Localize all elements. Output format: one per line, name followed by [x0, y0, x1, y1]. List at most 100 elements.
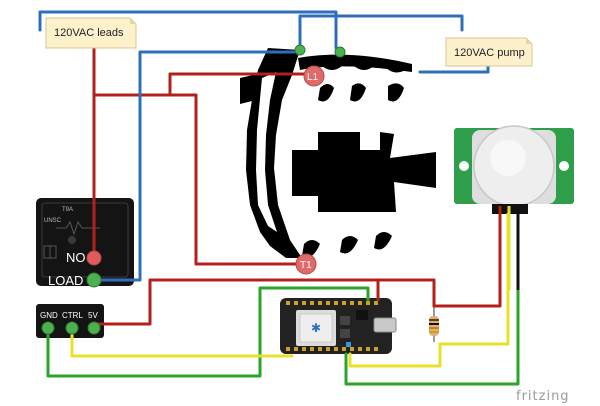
wire-blue-leads-top [38, 10, 338, 50]
resistor-band-1 [429, 319, 439, 321]
wire-yellow-ctrl [70, 324, 294, 358]
photon-header-top-pin [318, 301, 322, 305]
relay-screw-hole [68, 236, 76, 244]
photon-header-bottom-pin [326, 347, 330, 351]
pir-lens-inner [490, 140, 526, 176]
contactor-top-dot-2 [350, 83, 366, 102]
photon-header-top-pin [358, 301, 362, 305]
photon-header-top-pin [374, 301, 378, 305]
pir-leads [498, 206, 520, 290]
pir-hole-left [459, 161, 469, 171]
note-pump-text: 120VAC pump [454, 47, 525, 59]
wire-yellow-pir [348, 212, 510, 368]
wire-green-pir [344, 212, 520, 386]
photon-header-bottom-pin [294, 347, 298, 351]
wire-blue-load [94, 50, 300, 282]
relay-module: T9A UNSC [36, 198, 134, 338]
relay-schematic-symbol [43, 245, 57, 259]
photon-header-top [286, 301, 378, 305]
wire-red-5v-resistor [376, 278, 436, 308]
wire-green-gnd [46, 286, 370, 378]
relay-rating: T9A [62, 207, 73, 213]
relay-5v-label: 5V [88, 311, 98, 320]
relay-no-label: NO [66, 250, 86, 265]
photon-header-bottom-pin [366, 347, 370, 351]
resistor-band-3 [429, 327, 439, 329]
photon-module-shield [299, 313, 333, 343]
photon-chip [356, 310, 368, 320]
photon-header-bottom [286, 347, 378, 351]
photon-header-top-pin [366, 301, 370, 305]
note-pump-background [445, 37, 533, 67]
contactor-inner-cut [256, 72, 277, 232]
wire-blue-pump [298, 14, 464, 50]
photon-header-bottom-pin [286, 347, 290, 351]
photon-header-bottom-pin [310, 347, 314, 351]
photon-header-bottom-pin [342, 347, 346, 351]
wire-red-t1 [92, 93, 306, 266]
relay-load-terminal [86, 272, 102, 288]
contactor-terminals: L1 T1 [294, 44, 346, 275]
photon-header-top-pin [286, 301, 290, 305]
relay-spec: UNSC [44, 218, 62, 224]
contactor-bottom-dot-1 [302, 240, 320, 258]
pir-sensor [454, 125, 574, 214]
photon-header-top-pin [326, 301, 330, 305]
contactor-top-screw-2 [334, 46, 346, 58]
photon-header-top-pin [350, 301, 354, 305]
t1-label: T1 [300, 260, 312, 271]
contactor-left-tab [240, 74, 258, 104]
relay-load-label: LOAD [48, 273, 83, 288]
contactor-top-bump-3 [382, 64, 410, 73]
relay-body [36, 198, 134, 286]
photon-header-top-pin [342, 301, 346, 305]
fritzing-watermark: fritzing [516, 389, 570, 404]
resistor-band-4 [429, 331, 439, 333]
resistor [429, 306, 439, 342]
photon-header-bottom-pin [318, 347, 322, 351]
relay-ctrl-terminal [65, 321, 79, 335]
contactor-top-dot-3 [388, 83, 404, 102]
note-pump: 120VAC pump [445, 37, 533, 67]
photon-header-top-pin [294, 301, 298, 305]
wire-red-resistor-pir [432, 212, 502, 308]
resistor-band-2 [429, 323, 439, 325]
photon-board: ✱ [280, 298, 397, 354]
photon-button-reset [340, 329, 350, 338]
contactor-top-bump-2 [350, 62, 378, 70]
photon-usb-connector [373, 317, 397, 333]
photon-particle-logo: ✱ [311, 321, 321, 335]
l1-terminal [303, 65, 325, 87]
relay-no-terminal [86, 250, 102, 266]
l1-label: L1 [307, 72, 319, 83]
contactor-top-screw-1 [294, 44, 306, 56]
relay-5v-terminal [87, 321, 101, 335]
t1-terminal [295, 253, 317, 275]
photon-header-bottom-pin [374, 347, 378, 351]
photon-led [346, 342, 351, 347]
photon-header-bottom-pin [302, 347, 306, 351]
note-leads-background [45, 17, 137, 49]
note-leads-text: 120VAC leads [54, 27, 124, 39]
pir-hole-right [559, 161, 569, 171]
contactor [240, 48, 436, 258]
photon-header-top-pin [310, 301, 314, 305]
wire-red-5v [94, 278, 380, 326]
note-pump-fold [526, 38, 532, 44]
photon-header-top-pin [302, 301, 306, 305]
contactor-bottom-dot-2 [340, 236, 358, 254]
contactor-coil [292, 132, 436, 212]
photon-header-bottom-pin [350, 347, 354, 351]
photon-button-setup [340, 316, 350, 325]
relay-frame [41, 202, 129, 278]
relay-terminals: NO LOAD GND CTRL 5V [40, 250, 102, 335]
relay-ctrl-label: CTRL [62, 311, 83, 320]
photon-header-top-pin [334, 301, 338, 305]
contactor-top-dot-1 [318, 84, 334, 102]
relay-coil-symbol [56, 220, 100, 236]
relay-gnd-label: GND [40, 311, 58, 320]
photon-header-bottom-pin [334, 347, 338, 351]
note-leads-fold [130, 18, 136, 24]
note-leads: 120VAC leads [45, 17, 137, 49]
